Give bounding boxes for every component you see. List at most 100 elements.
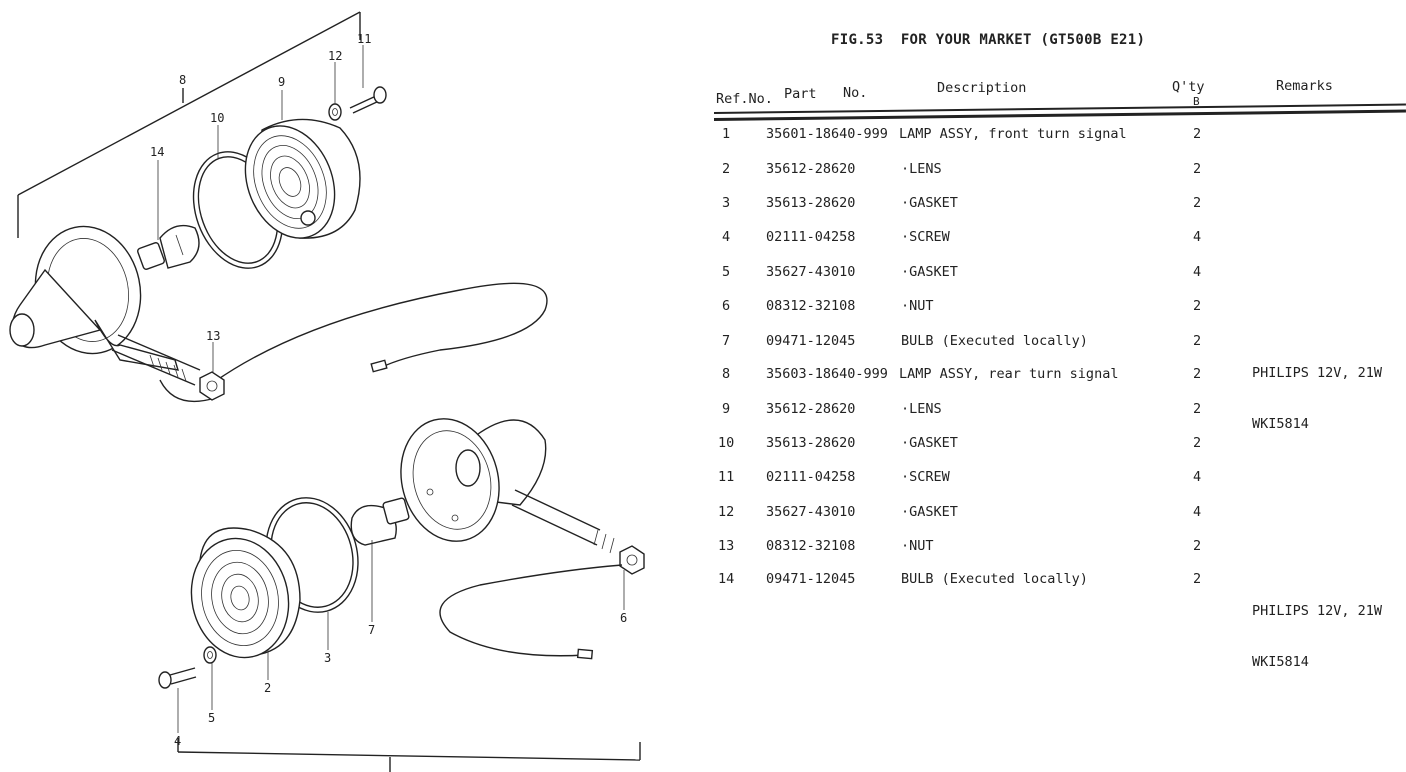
part-number-cell: 09471-12045 xyxy=(766,571,856,587)
description-cell: ·LENS xyxy=(901,401,942,417)
header-ref-no: Ref.No. xyxy=(716,91,773,107)
table-row: 3 35613-28620 ·GASKET 2 xyxy=(0,195,1406,215)
header-qty-sub: B xyxy=(1193,95,1200,108)
ref-cell: 3 xyxy=(722,195,731,211)
remarks-line-2: WKI5814 xyxy=(1252,416,1309,432)
table-row: 5 35627-43010 ·GASKET 4 xyxy=(0,264,1406,284)
ref-cell: 1 xyxy=(722,126,731,142)
rear-assembly-bracket xyxy=(177,738,641,772)
table-row: 11 02111-04258 ·SCREW 4 xyxy=(0,469,1406,489)
callout-5: 5 xyxy=(208,711,215,725)
ref-cell: 9 xyxy=(722,401,731,417)
callout-3: 3 xyxy=(324,651,331,665)
remarks-cell: PHILIPS 12V, 21W WKI5814 xyxy=(1252,331,1382,467)
ref-cell: 13 xyxy=(718,538,735,554)
qty-cell: 2 xyxy=(1193,126,1202,142)
callout-6: 6 xyxy=(620,611,627,625)
part-number-cell: 02111-04258 xyxy=(766,229,856,245)
ref-cell: 12 xyxy=(718,504,735,520)
description-cell: ·SCREW xyxy=(901,469,950,485)
ref-cell: 5 xyxy=(722,264,731,280)
qty-cell: 2 xyxy=(1193,435,1202,451)
description-cell: ·LENS xyxy=(901,161,942,177)
description-cell: ·GASKET xyxy=(901,195,958,211)
ref-cell: 11 xyxy=(718,469,735,485)
front-nut xyxy=(199,371,225,401)
rear-bulb xyxy=(350,497,410,546)
callout-7: 7 xyxy=(368,623,375,637)
exploded-parts-diagram: 8 14 10 9 12 11 13 2 3 7 6 5 4 xyxy=(9,11,645,772)
header-description: Description xyxy=(937,80,1027,96)
part-number-cell: 35627-43010 xyxy=(766,264,856,280)
description-cell: ·GASKET xyxy=(901,504,958,520)
description-cell: LAMP ASSY, front turn signal xyxy=(899,126,1127,142)
description-cell: ·NUT xyxy=(901,298,934,314)
ref-cell: 7 xyxy=(722,333,731,349)
front-small-gasket xyxy=(328,103,342,121)
part-number-cell: 35612-28620 xyxy=(766,401,856,417)
callout-13: 13 xyxy=(206,329,220,343)
header-no: No. xyxy=(843,85,868,101)
table-row: 1 35601-18640-999 LAMP ASSY, front turn … xyxy=(0,126,1406,146)
callout-14: 14 xyxy=(150,145,164,159)
remarks-line-1: PHILIPS 12V, 21W xyxy=(1252,603,1383,619)
qty-cell: 2 xyxy=(1193,571,1202,587)
header-part: Part xyxy=(784,86,817,102)
front-screw xyxy=(349,86,387,114)
qty-cell: 2 xyxy=(1193,195,1202,211)
ref-cell: 14 xyxy=(718,571,735,587)
remarks-line-2: WKI5814 xyxy=(1252,654,1309,670)
remarks-cell: PHILIPS 12V, 21W WKI5814 xyxy=(1252,569,1382,705)
qty-cell: 4 xyxy=(1193,264,1202,280)
table-row: 13 08312-32108 ·NUT 2 xyxy=(0,538,1406,558)
callout-8: 8 xyxy=(179,73,186,87)
qty-cell: 2 xyxy=(1193,161,1202,177)
qty-cell: 4 xyxy=(1193,504,1202,520)
rear-nut xyxy=(619,545,645,575)
ref-cell: 6 xyxy=(722,298,731,314)
part-number-cell: 35612-28620 xyxy=(766,161,856,177)
part-number-cell: 35613-28620 xyxy=(766,195,856,211)
part-number-cell: 02111-04258 xyxy=(766,469,856,485)
front-bulb xyxy=(137,224,200,270)
header-qty: Q'ty xyxy=(1172,79,1205,95)
qty-cell: 4 xyxy=(1193,469,1202,485)
callout-10: 10 xyxy=(210,111,224,125)
table-row: 7 09471-12045 BULB (Executed locally) 2 … xyxy=(0,333,1406,432)
figure-title: FIG.53 FOR YOUR MARKET (GT500B E21) xyxy=(831,32,1146,48)
description-cell: ·GASKET xyxy=(901,264,958,280)
table-row: 6 08312-32108 ·NUT 2 xyxy=(0,298,1406,318)
front-lamp-housing xyxy=(9,225,201,386)
part-number-cell: 09471-12045 xyxy=(766,333,856,349)
remarks-line-1: PHILIPS 12V, 21W xyxy=(1252,365,1383,381)
description-cell: BULB (Executed locally) xyxy=(901,571,1088,587)
table-row: 14 09471-12045 BULB (Executed locally) 2… xyxy=(0,571,1406,670)
description-cell: ·NUT xyxy=(901,538,934,554)
rear-small-gasket xyxy=(203,646,217,664)
qty-cell: 2 xyxy=(1193,538,1202,554)
table-row: 8 35603-18640-999 LAMP ASSY, rear turn s… xyxy=(0,366,1406,386)
description-cell: BULB (Executed locally) xyxy=(901,333,1088,349)
qty-cell: 2 xyxy=(1193,366,1202,382)
part-number-cell: 08312-32108 xyxy=(766,298,856,314)
description-cell: ·SCREW xyxy=(901,229,950,245)
callout-4: 4 xyxy=(174,734,181,748)
table-row: 12 35627-43010 ·GASKET 4 xyxy=(0,504,1406,524)
ref-cell: 8 xyxy=(722,366,731,382)
table-row: 9 35612-28620 ·LENS 2 xyxy=(0,401,1406,421)
qty-cell: 2 xyxy=(1193,333,1202,349)
rear-lamp-housing xyxy=(400,418,615,554)
ref-cell: 4 xyxy=(722,229,731,245)
ref-cell: 10 xyxy=(718,435,735,451)
part-number-cell: 35601-18640-999 xyxy=(766,126,888,142)
description-cell: ·GASKET xyxy=(901,435,958,451)
front-lamp-wire xyxy=(209,282,548,386)
ref-cell: 2 xyxy=(722,161,731,177)
qty-cell: 2 xyxy=(1193,298,1202,314)
rear-screw xyxy=(158,667,197,689)
table-row: 2 35612-28620 ·LENS 2 xyxy=(0,161,1406,181)
callout-11: 11 xyxy=(357,32,371,46)
qty-cell: 4 xyxy=(1193,229,1202,245)
table-row: 4 02111-04258 ·SCREW 4 xyxy=(0,229,1406,249)
header-remarks: Remarks xyxy=(1276,78,1333,94)
